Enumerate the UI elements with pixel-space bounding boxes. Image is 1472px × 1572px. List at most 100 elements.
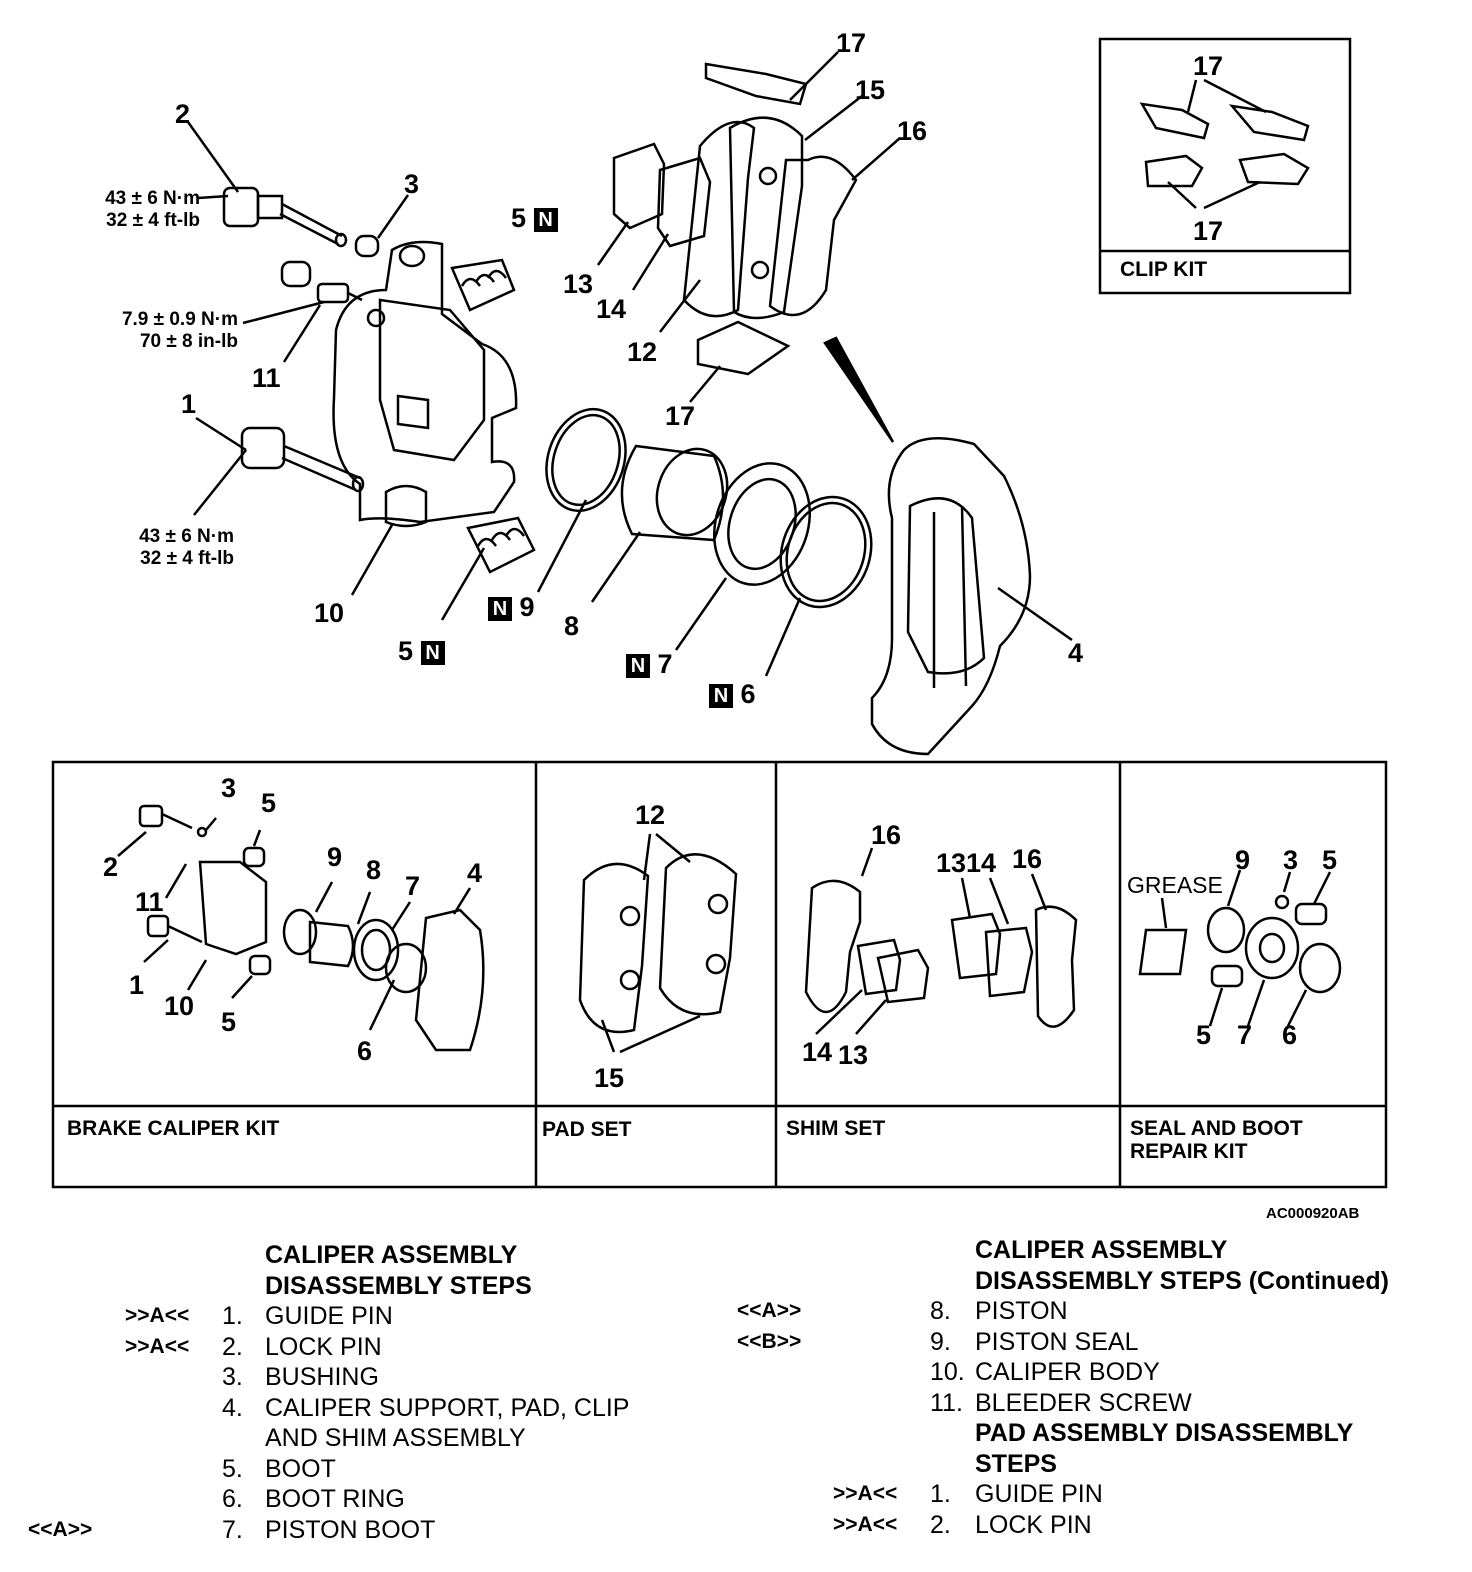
callout-16: 16 [897, 116, 928, 146]
sbk-callout-3: 3 [1283, 845, 1299, 875]
clip-kit-callout-17-bottom: 17 [1193, 216, 1224, 246]
callout-2: 2 [175, 99, 191, 129]
step-tag: >>A<< [125, 1304, 190, 1327]
pad-steps-heading: PAD ASSEMBLY DISASSEMBLY [975, 1419, 1354, 1447]
bck-callout-9: 9 [327, 842, 343, 872]
step-number: 1. [222, 1302, 243, 1330]
step-number: 5. [222, 1454, 243, 1483]
step-text: PISTON BOOT [265, 1515, 436, 1544]
steps-left: CALIPER ASSEMBLY DISASSEMBLY STEPS >>A<<… [0, 1240, 720, 1545]
callout-13: 13 [563, 269, 594, 299]
shim-callout-14: 14 [802, 1037, 833, 1067]
clip-kit-callout-17-top: 17 [1193, 51, 1224, 81]
kit-title-shim-set: SHIM SET [786, 1117, 886, 1140]
step-number: 6. [222, 1485, 243, 1513]
step-tag: <<B>> [737, 1329, 802, 1353]
step-text: LOCK PIN [265, 1332, 382, 1361]
bck-callout-5b: 5 [221, 1007, 237, 1037]
step-tag: >>A<< [125, 1334, 190, 1358]
callout-10: 10 [314, 598, 345, 628]
step-number: 2. [222, 1332, 243, 1361]
shim-callout-16a: 16 [871, 820, 902, 850]
step-text: PISTON [975, 1297, 1068, 1325]
step-number: 2. [930, 1510, 951, 1539]
step-row: <<B>> 9. PISTON SEAL [700, 1327, 1470, 1358]
figure-code: AC000920AB [1266, 1205, 1360, 1222]
step-row: 5.BOOT [0, 1454, 720, 1485]
callout-14: 14 [596, 294, 627, 324]
callout-17-mid: 17 [665, 401, 696, 431]
callout-17-top: 17 [836, 28, 867, 58]
callout-11: 11 [252, 363, 281, 393]
shim-callout-16b: 16 [1012, 844, 1043, 874]
torque-spec-lock-pin: 43 ± 6 N·m 32 ± 4 ft-lb [139, 526, 234, 569]
step-number: 10. [930, 1358, 965, 1386]
step-row: 4. CALIPER SUPPORT, PAD, CLIP [0, 1393, 720, 1424]
callout-6: N 6 [709, 681, 756, 708]
step-number: 9. [930, 1327, 951, 1356]
sbk-callout-9: 9 [1235, 845, 1251, 875]
callout-7: N 7 [626, 651, 673, 678]
step-text: GUIDE PIN [265, 1302, 393, 1330]
steps-right-heading: CALIPER ASSEMBLY [975, 1236, 1228, 1264]
replace-part-mark: N [488, 596, 512, 621]
replace-part-mark: N [420, 640, 445, 665]
callout-9: N 9 [488, 594, 535, 621]
shim-callout-1314: 1314 [936, 848, 997, 878]
step-text: LOCK PIN [975, 1510, 1092, 1539]
step-row: >>A<<1.GUIDE PIN [700, 1479, 1470, 1510]
callout-12: 12 [627, 337, 658, 367]
pad-callout-12: 12 [635, 800, 666, 830]
replace-part-mark: N [626, 653, 650, 678]
callout-8: 8 [564, 611, 580, 641]
step-row: 10. CALIPER BODY [700, 1357, 1470, 1388]
step-row: AND SHIM ASSEMBLY [0, 1423, 720, 1454]
step-row: >>A<< 1. GUIDE PIN [0, 1301, 720, 1332]
kit-title-pad-set: PAD SET [542, 1118, 632, 1141]
sbk-callout-5a: 5 [1322, 845, 1338, 875]
bck-callout-5a: 5 [261, 788, 277, 818]
pad-callout-15: 15 [594, 1063, 625, 1093]
sbk-callout-6: 6 [1282, 1020, 1298, 1050]
step-number: 1. [930, 1480, 951, 1508]
step-text: BOOT RING [265, 1485, 405, 1513]
step-text: PISTON SEAL [975, 1327, 1139, 1356]
bck-callout-2: 2 [103, 852, 119, 882]
bck-callout-3: 3 [221, 773, 237, 803]
step-row: <<A>>8.PISTON [700, 1296, 1470, 1327]
bck-callout-4: 4 [467, 858, 483, 888]
step-number: 4. [222, 1393, 243, 1422]
bck-callout-7: 7 [405, 871, 421, 901]
step-row: 11.BLEEDER SCREW [700, 1388, 1470, 1419]
callout-5-bottom: 5 N [398, 638, 445, 665]
steps-left-heading: CALIPER ASSEMBLY [265, 1241, 518, 1269]
step-text: BUSHING [265, 1363, 379, 1391]
bck-callout-8: 8 [366, 855, 382, 885]
step-row: <<A>> 7. PISTON BOOT [0, 1515, 720, 1546]
kit-title-brake-caliper: BRAKE CALIPER KIT [67, 1117, 280, 1140]
bck-callout-1: 1 [129, 970, 145, 1000]
step-row: 3.BUSHING [0, 1362, 720, 1393]
step-row: >>A<< 2. LOCK PIN [0, 1332, 720, 1363]
step-number: 8. [930, 1297, 951, 1325]
shim-callout-13: 13 [838, 1040, 869, 1070]
step-text: CALIPER BODY [975, 1358, 1160, 1386]
steps-right: CALIPER ASSEMBLY DISASSEMBLY STEPS (Cont… [700, 1235, 1470, 1540]
kit-title-seal-boot: SEAL AND BOOT REPAIR KIT [1130, 1117, 1303, 1163]
step-row: >>A<< 2. LOCK PIN [700, 1510, 1470, 1541]
replace-part-mark: N [709, 683, 733, 708]
step-number: 7. [222, 1515, 243, 1544]
step-tag: <<A>> [28, 1517, 93, 1541]
callout-3: 3 [404, 169, 420, 199]
replace-part-mark: N [533, 207, 558, 232]
step-text: BLEEDER SCREW [975, 1388, 1192, 1417]
sbk-callout-5b: 5 [1196, 1020, 1212, 1050]
step-tag: >>A<< [833, 1512, 898, 1536]
callout-15: 15 [855, 75, 886, 105]
sbk-callout-7: 7 [1237, 1020, 1253, 1050]
step-text: CALIPER SUPPORT, PAD, CLIP [265, 1393, 630, 1422]
clip-kit-title: CLIP KIT [1120, 258, 1208, 281]
torque-spec-bleeder-screw: 7.9 ± 0.9 N·m 70 ± 8 in-lb [121, 309, 238, 352]
step-row: 6. BOOT RING [0, 1484, 720, 1515]
